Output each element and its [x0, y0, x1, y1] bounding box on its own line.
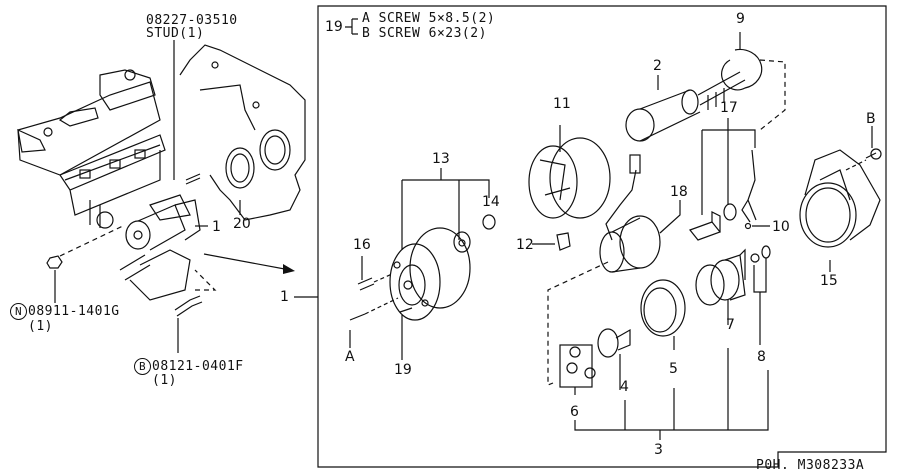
callout-10: 10 — [772, 219, 790, 235]
nut-quantity: (1) — [28, 319, 53, 334]
pinion-part — [695, 248, 746, 325]
footer-code: P0H. M308233A — [756, 458, 865, 473]
legend-item-b: B SCREW 6×23(2) — [362, 27, 487, 40]
callout-8: 8 — [757, 349, 766, 365]
cap-part — [482, 214, 496, 230]
arrow-to-detail — [203, 253, 291, 271]
callout-12: 12 — [516, 237, 534, 253]
internal-gear-part — [640, 279, 686, 350]
detail-frame — [317, 5, 887, 468]
callout-18: 18 — [670, 184, 688, 200]
legend-key-b: B — [362, 26, 371, 41]
callout-9: 9 — [736, 11, 745, 27]
bolt-quantity: (1) — [152, 373, 177, 388]
callout-6: 6 — [570, 404, 579, 420]
stud-description: STUD(1) — [146, 26, 205, 41]
engine-illustration — [17, 69, 166, 229]
bolt-icon — [174, 295, 203, 317]
brush-holder-part — [689, 118, 757, 241]
solenoid-part — [599, 154, 681, 273]
callout-4: 4 — [620, 379, 629, 395]
bolt-part-number: 08121-0401F — [152, 359, 244, 374]
stud-part-number: 08227-03510 — [146, 13, 238, 28]
legend-text-a: SCREW 5×8.5(2) — [378, 11, 496, 26]
gasket-ref-label: 20 — [233, 216, 251, 232]
nut-symbol-icon: N — [10, 303, 27, 320]
callout-a: A — [345, 349, 355, 365]
legend-text-b: SCREW 6×23(2) — [378, 26, 487, 41]
nut-icon — [46, 255, 63, 269]
callout-14: 14 — [482, 194, 500, 210]
callout-2: 2 — [653, 58, 662, 74]
legend-item-a: A SCREW 5×8.5(2) — [362, 12, 495, 25]
legend-key-a: A — [362, 11, 371, 26]
starter-small — [125, 194, 201, 251]
armature-part — [625, 71, 746, 142]
callout-15: 15 — [820, 273, 838, 289]
callout-16: 16 — [353, 237, 371, 253]
bolt-symbol-icon: B — [134, 358, 151, 375]
rear-cover-part — [389, 227, 471, 321]
plate-part — [721, 32, 763, 91]
callout-b: B — [866, 111, 876, 127]
transmission-housing — [179, 44, 306, 221]
callout-17: 17 — [720, 100, 738, 116]
bracket-lower — [119, 249, 191, 301]
assembly-bracket — [574, 348, 769, 440]
housing-part — [799, 149, 881, 272]
legend-bracket — [345, 18, 358, 35]
callout-5: 5 — [669, 361, 678, 377]
legend-ref: 19 — [325, 19, 343, 35]
planet-carrier-part — [597, 328, 631, 390]
callout-7: 7 — [726, 317, 735, 333]
assembly-ref-label: 1 — [280, 289, 289, 305]
nut-part-number: 08911-1401G — [28, 304, 120, 319]
callout-13: 13 — [432, 151, 450, 167]
stud-icon — [185, 173, 201, 185]
yoke-part — [528, 125, 611, 219]
callout-19: 19 — [394, 362, 412, 378]
bushing-part — [453, 231, 471, 253]
callout-3: 3 — [654, 442, 663, 458]
planet-gear-part — [559, 344, 596, 395]
starter-ref-label: 1 — [212, 219, 221, 235]
callout-11: 11 — [553, 96, 571, 112]
